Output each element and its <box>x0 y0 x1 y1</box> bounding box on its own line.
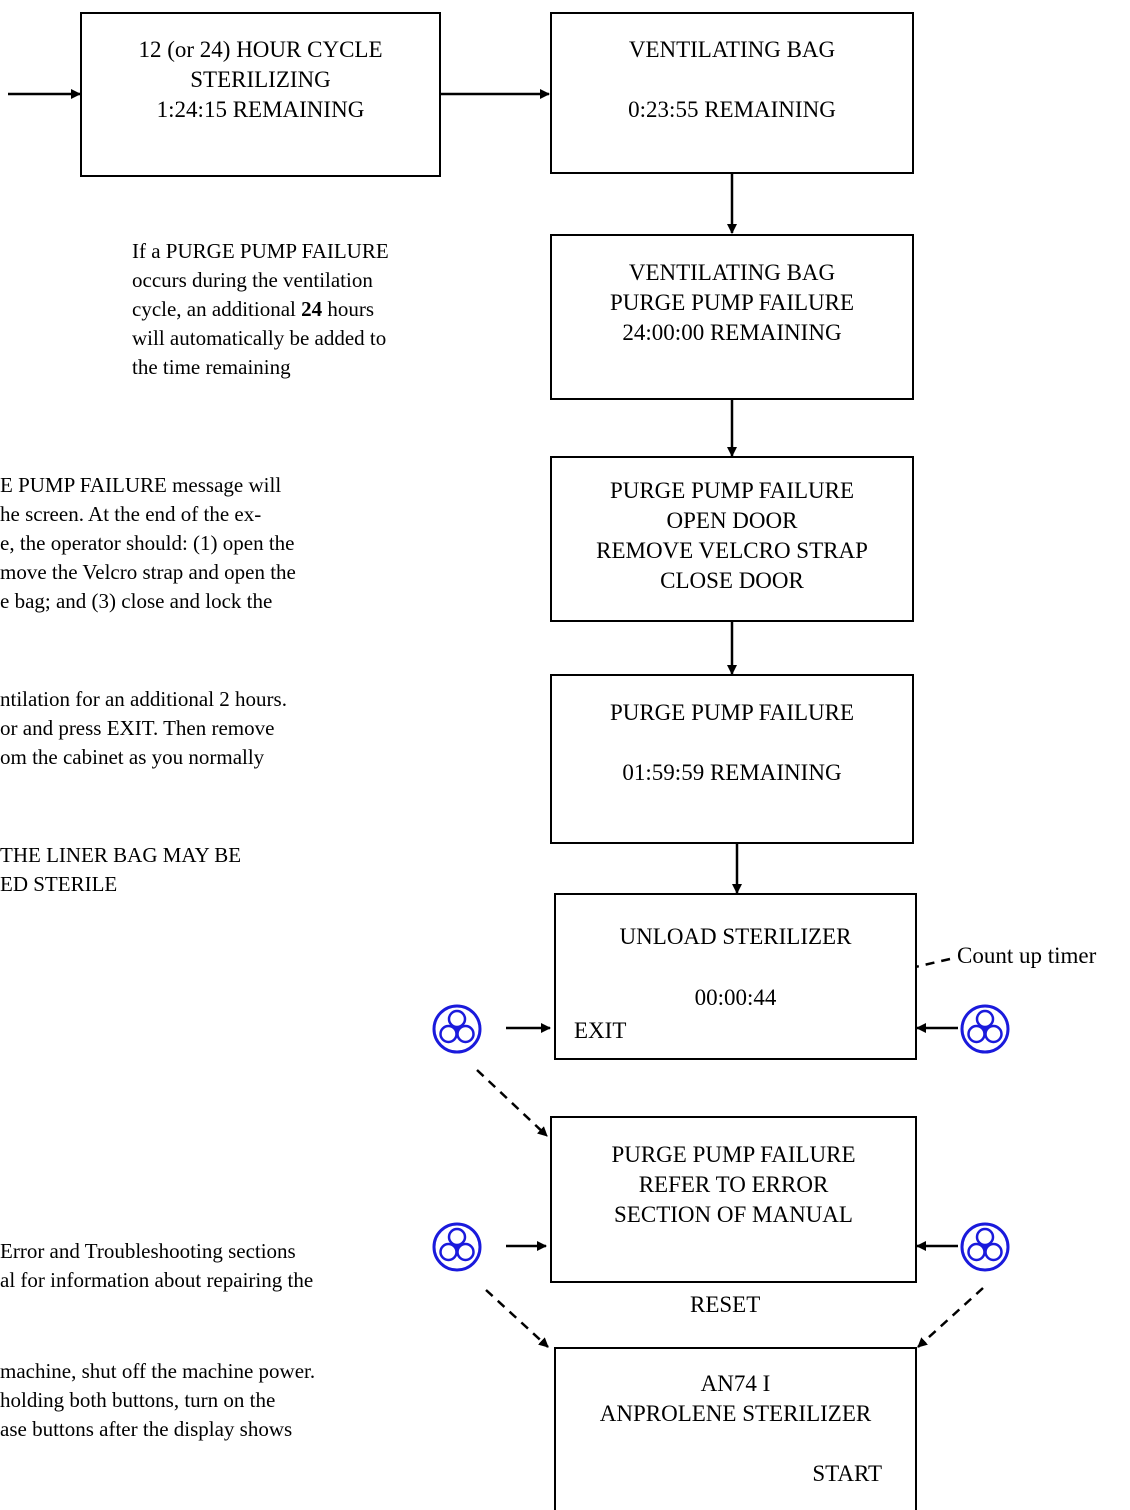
para-line: om the cabinet as you normally <box>0 745 265 769</box>
cycle-line: 1:24:15 REMAINING <box>156 97 365 122</box>
open-door-line: CLOSE DOOR <box>660 568 804 593</box>
fan-icon[interactable] <box>960 1222 1010 1272</box>
failure-timer-line: PURGE PUMP FAILURE <box>609 700 855 725</box>
arrow-left-fan-start <box>485 1289 549 1348</box>
para-line: E PUMP FAILURE message will <box>0 473 282 497</box>
note-line: occurs during the ventilation <box>132 268 373 292</box>
note-text: hours <box>322 297 375 321</box>
para-line: ED STERILE <box>0 872 118 896</box>
para-line: al for information about repairing the <box>0 1268 314 1292</box>
start-label[interactable]: START <box>812 1461 882 1486</box>
note-text: cycle, an additional <box>132 297 296 321</box>
note-bold-hours: 24 <box>301 297 323 321</box>
open-door-line: REMOVE VELCRO STRAP <box>596 538 868 563</box>
para-line: e, the operator should: (1) open the <box>0 531 295 555</box>
start-line: AN74 I <box>700 1371 771 1396</box>
para-line: holding both buttons, turn on the <box>0 1388 276 1412</box>
open-door-line: PURGE PUMP FAILURE <box>609 478 855 503</box>
para-line: ntilation for an additional 2 hours. <box>0 687 287 711</box>
arrow-fan-to-refer <box>476 1069 548 1137</box>
para-line: move the Velcro strap and open the <box>0 560 296 584</box>
cycle-line: 12 (or 24) HOUR CYCLE <box>138 37 383 62</box>
start-line: ANPROLENE STERILIZER <box>599 1401 872 1426</box>
arrow-right-fan-start <box>917 1287 984 1348</box>
fan-icon[interactable] <box>960 1004 1010 1054</box>
fan-blade <box>447 1227 467 1247</box>
open-door-line: OPEN DOOR <box>666 508 798 533</box>
vent-failure-line: 24:00:00 REMAINING <box>622 320 842 345</box>
para-line: THE LINER BAG MAY BE <box>0 843 242 867</box>
fan-blade <box>984 1024 1003 1044</box>
fan-blade <box>975 1009 995 1029</box>
paragraph-failure-message: E PUMP FAILURE message will he screen. A… <box>0 471 296 616</box>
note-line: cycle, an additional 24 hours <box>132 295 389 324</box>
refer-line: PURGE PUMP FAILURE <box>611 1142 856 1167</box>
fan-blade <box>984 1242 1003 1262</box>
para-line: he screen. At the end of the ex- <box>0 502 262 526</box>
fan-hub <box>454 1244 460 1250</box>
vent-failure-box: VENTILATING BAG PURGE PUMP FAILURE 24:00… <box>550 234 914 400</box>
fan-hub <box>982 1026 988 1032</box>
fan-hub <box>982 1244 988 1250</box>
open-door-box: PURGE PUMP FAILURE OPEN DOOR REMOVE VELC… <box>550 456 914 622</box>
para-line: Error and Troubleshooting sections <box>0 1239 296 1263</box>
note-line: If a PURGE PUMP FAILURE <box>132 239 389 263</box>
count-up-timer-label: Count up timer <box>957 943 1097 968</box>
para-line: machine, shut off the machine power. <box>0 1359 316 1383</box>
failure-timer-line: 01:59:59 REMAINING <box>622 760 842 785</box>
vent-failure-line: VENTILATING BAG <box>628 260 836 285</box>
unload-title: UNLOAD STERILIZER <box>619 924 852 949</box>
refer-line: REFER TO ERROR <box>638 1172 829 1197</box>
para-line: ase buttons after the display shows <box>0 1417 293 1441</box>
para-line: or and press EXIT. Then remove <box>0 716 275 740</box>
unload-box: UNLOAD STERILIZER 00:00:44 EXIT <box>554 893 917 1060</box>
fan-blade <box>975 1227 995 1247</box>
reset-label: RESET <box>690 1292 761 1317</box>
fan-hub <box>454 1026 460 1032</box>
fan-icon[interactable] <box>432 1222 482 1272</box>
failure-timer-box: PURGE PUMP FAILURE 01:59:59 REMAINING <box>550 674 914 844</box>
failure-timer-line <box>552 728 912 758</box>
vent-failure-line: PURGE PUMP FAILURE <box>609 290 855 315</box>
fan-blade <box>456 1242 475 1262</box>
unload-timer: 00:00:44 <box>694 985 777 1010</box>
paragraph-liner-bag: THE LINER BAG MAY BE ED STERILE <box>0 841 241 899</box>
fan-blade <box>447 1009 467 1029</box>
note-line: will automatically be added to <box>132 326 387 350</box>
fan-blade <box>456 1024 475 1044</box>
note-line: the time remaining <box>132 355 291 379</box>
exit-label[interactable]: EXIT <box>574 1018 627 1043</box>
vent-failure-note: If a PURGE PUMP FAILURE occurs during th… <box>132 237 389 382</box>
start-box: AN74 I ANPROLENE STERILIZER START <box>554 1347 917 1510</box>
vent-line: 0:23:55 REMAINING <box>628 97 836 122</box>
para-line: e bag; and (3) close and lock the <box>0 589 273 613</box>
fan-icon[interactable] <box>432 1004 482 1054</box>
cycle-line: STERILIZING <box>190 67 331 92</box>
paragraph-ventilation: ntilation for an additional 2 hours. or … <box>0 685 287 772</box>
paragraph-troubleshooting: Error and Troubleshooting sections al fo… <box>0 1237 313 1295</box>
cycle-box: 12 (or 24) HOUR CYCLE STERILIZING 1:24:1… <box>80 12 441 177</box>
ventilating-box: VENTILATING BAG 0:23:55 REMAINING <box>550 12 914 174</box>
paragraph-reset-instructions: machine, shut off the machine power. hol… <box>0 1357 315 1444</box>
vent-line <box>552 65 912 95</box>
refer-line: SECTION OF MANUAL <box>614 1202 853 1227</box>
refer-box: PURGE PUMP FAILURE REFER TO ERROR SECTIO… <box>550 1116 917 1283</box>
vent-line: VENTILATING BAG <box>628 37 836 62</box>
